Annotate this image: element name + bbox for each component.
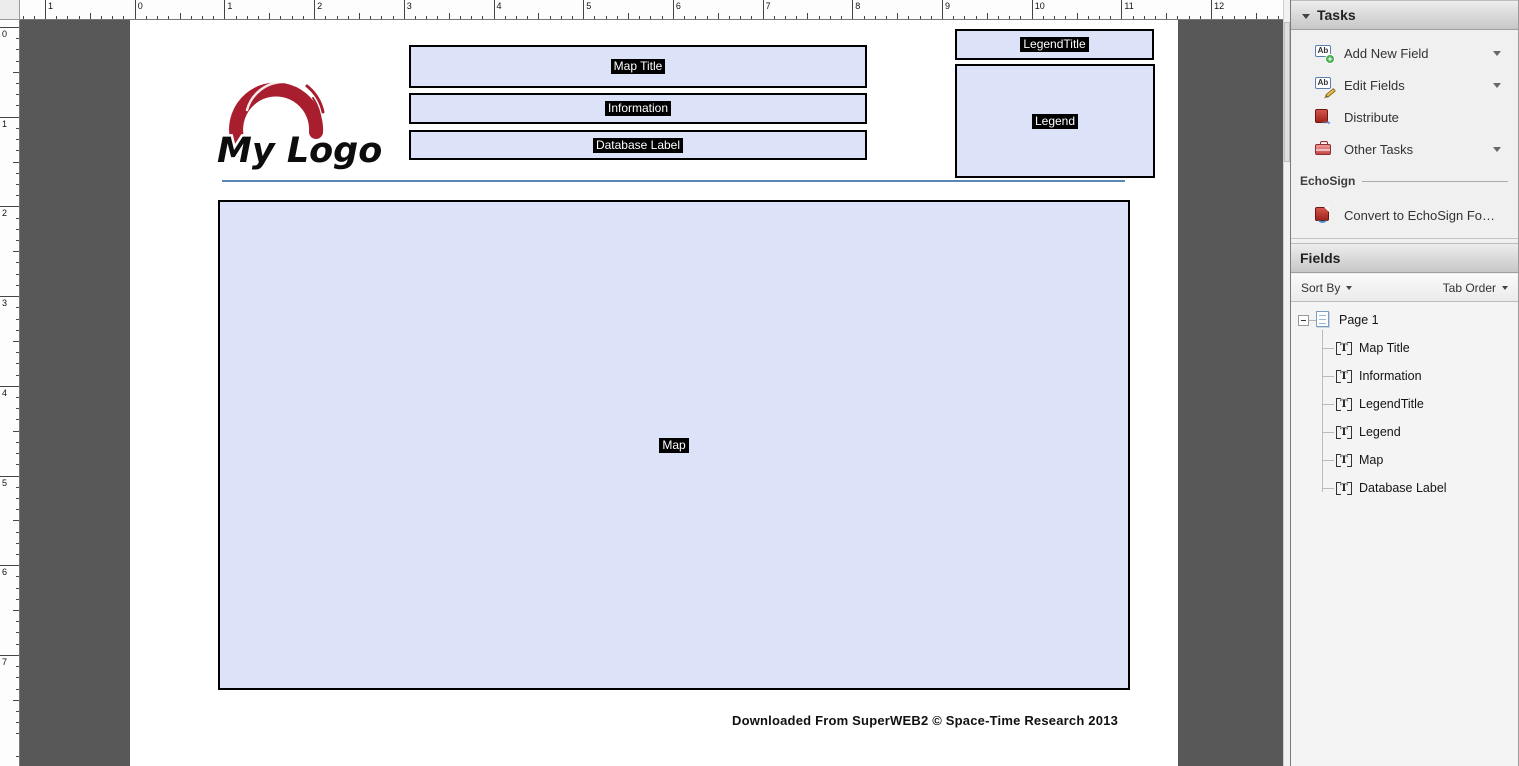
fields-tree: Page 1 Map Title Information LegendTitle… bbox=[1291, 302, 1518, 766]
map-field[interactable]: Map bbox=[218, 200, 1130, 690]
tree-guide-line bbox=[1322, 330, 1323, 492]
text-field-icon bbox=[1336, 398, 1352, 411]
map-title-field[interactable]: Map Title bbox=[409, 45, 867, 88]
tasks-panel-title: Tasks bbox=[1317, 7, 1356, 23]
tree-item-legend[interactable]: Legend bbox=[1291, 420, 1518, 444]
legend-label: Legend bbox=[1031, 113, 1079, 129]
database-label-label: Database Label bbox=[592, 137, 684, 153]
distribute-icon bbox=[1315, 108, 1334, 128]
collapse-minus-icon[interactable] bbox=[1298, 315, 1309, 326]
collapse-triangle-icon bbox=[1302, 14, 1310, 19]
document-footer-text: Downloaded From SuperWEB2 © Space-Time R… bbox=[731, 713, 1119, 728]
tree-item-database-label[interactable]: Database Label bbox=[1291, 476, 1518, 500]
map-label: Map bbox=[659, 437, 689, 453]
text-field-icon bbox=[1336, 454, 1352, 467]
edit-fields-button[interactable]: Edit Fields bbox=[1291, 70, 1518, 100]
chevron-down-icon bbox=[1502, 285, 1508, 290]
my-logo-image: My Logo bbox=[215, 80, 385, 174]
legend-title-label: LegendTitle bbox=[1020, 37, 1089, 52]
tree-connector bbox=[1309, 320, 1316, 321]
information-label: Information bbox=[604, 101, 672, 116]
document-page[interactable]: My Logo Map Title Information Database L… bbox=[130, 20, 1178, 766]
other-tasks-icon bbox=[1315, 140, 1334, 158]
echosign-convert-icon bbox=[1315, 206, 1334, 224]
dropdown-arrow-icon[interactable] bbox=[1493, 51, 1501, 56]
echosign-rule bbox=[1362, 180, 1508, 182]
echosign-title: EchoSign bbox=[1300, 174, 1356, 188]
document-canvas: My Logo Map Title Information Database L… bbox=[20, 20, 1283, 766]
text-field-icon bbox=[1336, 342, 1352, 355]
edit-fields-icon bbox=[1315, 76, 1336, 98]
tree-item-legendtitle[interactable]: LegendTitle bbox=[1291, 392, 1518, 416]
tab-order-dropdown[interactable]: Tab Order bbox=[1443, 281, 1508, 295]
logo-text: My Logo bbox=[217, 131, 382, 171]
tasks-panel-header[interactable]: Tasks bbox=[1291, 0, 1518, 30]
legend-field[interactable]: Legend bbox=[955, 64, 1155, 178]
tree-item-page-1[interactable]: Page 1 bbox=[1291, 308, 1518, 332]
distribute-button[interactable]: Distribute bbox=[1291, 102, 1518, 132]
legend-title-field[interactable]: LegendTitle bbox=[955, 29, 1154, 60]
echosign-section-header: EchoSign bbox=[1291, 172, 1518, 190]
tree-item-map-title[interactable]: Map Title bbox=[1291, 336, 1518, 360]
map-title-label: Map Title bbox=[610, 59, 666, 74]
dropdown-arrow-icon[interactable] bbox=[1493, 147, 1501, 152]
chevron-down-icon bbox=[1346, 285, 1353, 290]
tree-item-map[interactable]: Map bbox=[1291, 448, 1518, 472]
database-label-field[interactable]: Database Label bbox=[409, 130, 867, 160]
right-sidebar: Tasks Add New Field Edit Fields Distribu… bbox=[1290, 0, 1519, 766]
canvas-vertical-scrollbar[interactable] bbox=[1283, 0, 1290, 766]
scrollbar-thumb[interactable] bbox=[1284, 22, 1290, 162]
add-new-field-button[interactable]: Add New Field bbox=[1291, 38, 1518, 68]
add-new-field-icon bbox=[1315, 44, 1335, 64]
text-field-icon bbox=[1336, 370, 1352, 383]
fields-sort-bar: Sort By Tab Order bbox=[1291, 274, 1518, 302]
fields-panel-title: Fields bbox=[1300, 250, 1341, 266]
fields-panel-header[interactable]: Fields bbox=[1291, 243, 1518, 273]
tree-item-information[interactable]: Information bbox=[1291, 364, 1518, 388]
dropdown-arrow-icon[interactable] bbox=[1493, 83, 1501, 88]
other-tasks-button[interactable]: Other Tasks bbox=[1291, 134, 1518, 164]
convert-to-echosign-button[interactable]: Convert to EchoSign Fo… bbox=[1291, 200, 1518, 230]
text-field-icon bbox=[1336, 482, 1352, 495]
header-divider-line bbox=[222, 180, 1125, 182]
ruler-corner bbox=[0, 0, 20, 20]
panel-divider bbox=[1291, 238, 1518, 239]
text-field-icon bbox=[1336, 426, 1352, 439]
sort-by-dropdown[interactable]: Sort By bbox=[1301, 281, 1353, 295]
information-field[interactable]: Information bbox=[409, 93, 867, 124]
page-icon bbox=[1316, 311, 1329, 327]
